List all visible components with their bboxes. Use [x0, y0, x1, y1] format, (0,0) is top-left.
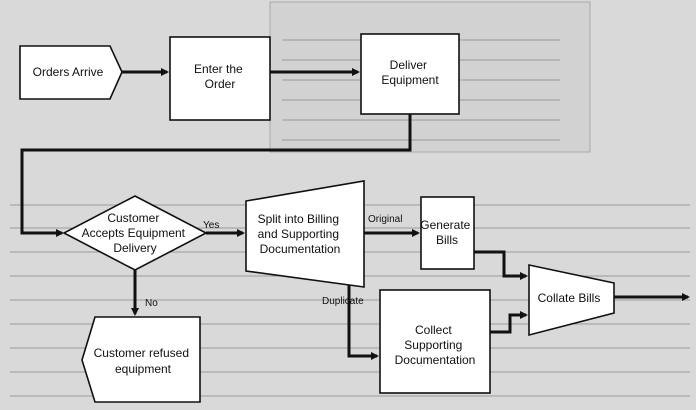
customer-refused-label: Customer refused equipment — [94, 346, 193, 376]
edge-deliver-to-accepts — [20, 114, 412, 237]
split-billing-label: Split into Billing and Supporting Docume… — [258, 212, 343, 256]
customer-accepts-shape — [62, 195, 208, 271]
node-split-billing: Split into Billing and Supporting Docume… — [245, 180, 365, 288]
collate-bills-label: Collate Bills — [538, 291, 601, 305]
generate-bills-label: Generate Bills — [420, 218, 473, 247]
edge-generate-to-collate — [474, 250, 528, 280]
enter-order-label: Enter the Order — [194, 62, 246, 91]
customer-accepts-label: Customer Accepts Equipment Delivery — [82, 211, 189, 255]
deliver-equipment-shape — [360, 33, 460, 115]
node-customer-refused: Customer refused equipment — [81, 316, 201, 403]
edge-label-original: Original — [368, 214, 402, 225]
node-orders-arrive: Orders Arrive — [19, 45, 123, 100]
node-customer-accepts: Customer Accepts Equipment Delivery — [62, 195, 208, 271]
orders-arrive-shape — [19, 45, 123, 100]
node-deliver-equipment: Deliver Equipment — [360, 33, 460, 115]
edge-label-duplicate: Duplicate — [322, 296, 364, 307]
edge-label-yes: Yes — [203, 220, 219, 231]
node-collect-docs: Collect Supporting Documentation — [379, 289, 491, 394]
generate-bills-shape — [420, 196, 475, 270]
customer-refused-shape — [81, 316, 201, 403]
connectors — [20, 68, 690, 360]
split-billing-shape — [245, 180, 365, 288]
node-enter-order: Enter the Order — [169, 36, 271, 121]
collect-docs-shape — [379, 289, 491, 394]
collate-bills-shape — [528, 264, 615, 337]
enter-order-shape — [169, 36, 271, 121]
edge-split-to-collect — [347, 260, 379, 360]
orders-arrive-label: Orders Arrive — [33, 65, 104, 79]
node-collate-bills: Collate Bills — [528, 264, 615, 337]
edge-collect-to-collate — [490, 311, 528, 334]
node-generate-bills: Generate Bills — [420, 196, 475, 270]
collect-docs-label: Collect Supporting Documentation — [395, 323, 476, 367]
deliver-equipment-label: Deliver Equipment — [381, 58, 439, 87]
edge-label-no: No — [145, 298, 158, 309]
